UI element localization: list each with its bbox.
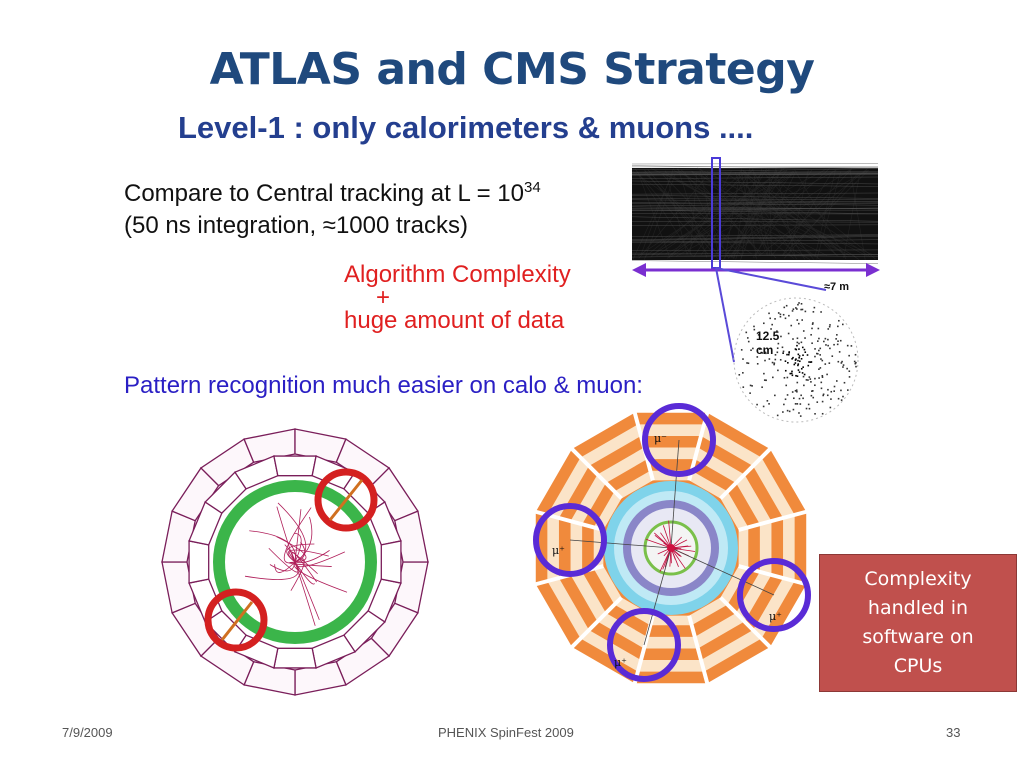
- compare-line-2: (50 ns integration, ≈1000 tracks): [124, 212, 469, 239]
- cms-muon-label-right: μ⁺: [769, 610, 782, 623]
- cms-muon-circle-top: [642, 403, 716, 477]
- slide-title: ATLAS and CMS Strategy: [209, 44, 815, 95]
- tracker-radius-label-b: cm: [756, 343, 773, 357]
- compare-text: Compare to Central tracking at L = 1034 …: [124, 172, 541, 242]
- cms-detector-diagram: μ⁻ μ⁺ μ⁺ μ⁺: [533, 403, 811, 686]
- complexity-text: Algorithm Complexity + huge amount of da…: [344, 262, 571, 334]
- tracker-cross-section: [733, 297, 859, 423]
- footer-page-number: 33: [946, 725, 961, 740]
- cms-vertex: [667, 544, 675, 552]
- atlas-green-layer: [213, 480, 377, 644]
- atlas-muon-circle-bottom: [204, 588, 268, 652]
- compare-line-1-text: Compare to Central tracking at L = 10: [124, 180, 524, 207]
- complexity-line-2: huge amount of data: [344, 307, 565, 334]
- tracker-hits-band: [631, 163, 879, 264]
- atlas-muon-circle-top: [314, 468, 378, 532]
- cms-muon-circle-left: [533, 503, 607, 577]
- complexity-line-1: Algorithm Complexity: [344, 261, 571, 288]
- luminosity-exponent: 34: [523, 179, 541, 196]
- complexity-callout-box: Complexity handled in software on CPUs: [819, 554, 1017, 692]
- length-arrow: [632, 263, 880, 277]
- compare-line-1: Compare to Central tracking at L = 1034: [124, 172, 541, 210]
- atlas-detector-diagram: [161, 428, 429, 696]
- footer-event: PHENIX SpinFest 2009: [438, 725, 574, 740]
- cms-muon-label-bottom: μ⁺: [614, 656, 627, 669]
- zoom-line-right: [715, 267, 827, 291]
- cms-muon-label-left: μ⁺: [552, 544, 565, 557]
- complexity-plus: +: [376, 284, 391, 311]
- atlas-calorimeter-ring: [161, 428, 429, 696]
- atlas-particle-tracks: [244, 502, 348, 626]
- cms-muon-circle-bottom: [607, 608, 681, 682]
- cms-muon-label-top: μ⁻: [654, 432, 667, 445]
- tracker-radius-label-a: 12.5: [756, 329, 780, 343]
- tracker-length-label: ≈7 m: [824, 281, 849, 293]
- footer-date: 7/9/2009: [62, 725, 113, 740]
- callout-text: Complexity handled in software on CPUs: [862, 568, 974, 677]
- zoom-line-left: [715, 267, 735, 363]
- tracker-event-image: ≈7 m 12.5 cm: [631, 157, 880, 423]
- pattern-recognition-text: Pattern recognition much easier on calo …: [124, 372, 643, 399]
- slide-subtitle: Level-1 : only calorimeters & muons ....: [178, 110, 754, 145]
- cms-muon-circle-right: [737, 558, 811, 632]
